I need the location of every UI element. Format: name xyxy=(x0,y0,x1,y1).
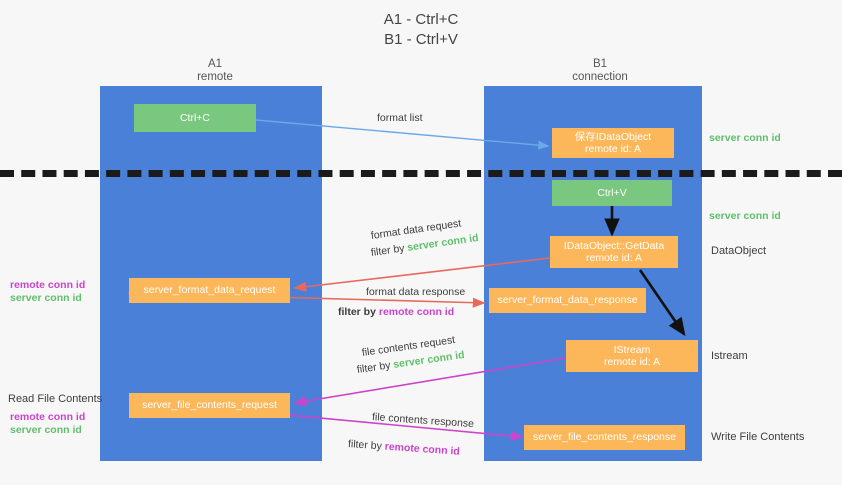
label-format-data-response-filter: filter by remote conn id xyxy=(338,305,454,320)
box-server-format-data-response-label: server_format_data_response xyxy=(497,294,638,307)
filter-by-text-2: filter by xyxy=(338,306,376,318)
note-dataobject: DataObject xyxy=(711,245,766,258)
box-server-format-data-request[interactable]: server_format_data_request xyxy=(129,278,290,303)
column-b1-sub: connection xyxy=(572,71,628,83)
filter-by-text-1: filter by xyxy=(370,242,406,259)
box-getdata-line2: remote id: A xyxy=(585,252,643,264)
box-ctrl-v-label: Ctrl+V xyxy=(597,186,627,199)
note-read-file-contents-text: Read File Contents xyxy=(8,393,103,405)
note-istream-text: Istream xyxy=(711,350,748,362)
label-format-data-response: format data response xyxy=(366,285,465,300)
box-istream-line1: IStream xyxy=(613,343,651,356)
column-a1-sub: remote xyxy=(197,71,233,83)
label-format-data-response-text: format data response xyxy=(366,286,466,298)
remote-conn-id-text-2: remote conn id xyxy=(384,440,461,458)
note-write-file-contents-text: Write File Contents xyxy=(711,431,805,443)
note-remote-conn-id-2: remote conn id xyxy=(10,411,86,423)
note-read-file-contents: Read File Contents xyxy=(8,393,102,406)
box-istream-line2: remote id: A xyxy=(603,356,661,368)
box-istream[interactable]: IStream remote id: A xyxy=(566,340,698,372)
filter-by-text-3: filter by xyxy=(356,359,392,376)
label-file-contents-response-text: file contents response xyxy=(371,411,475,431)
note-server-conn-id-2: server conn id xyxy=(10,424,82,436)
note-conn-ids-bottom: remote conn id server conn id xyxy=(10,411,85,437)
label-file-contents-response: file contents response xyxy=(371,410,475,432)
box-ctrl-c[interactable]: Ctrl+C xyxy=(134,104,256,132)
note-write-file-contents: Write File Contents xyxy=(711,431,804,444)
box-ctrl-v[interactable]: Ctrl+V xyxy=(552,180,672,206)
label-format-list: format list xyxy=(377,111,423,126)
box-save-idataobject[interactable]: 保存IDataObject remote id: A xyxy=(552,128,674,158)
title-line-2: B1 - Ctrl+V xyxy=(384,31,458,48)
note-server-conn-id-mid: server conn id xyxy=(709,210,781,223)
box-getdata-line1: IDataObject::GetData xyxy=(563,239,665,252)
label-file-contents-response-filter: filter by remote conn id xyxy=(347,437,461,460)
diagram-title: A1 - Ctrl+C B1 - Ctrl+V xyxy=(0,10,842,50)
note-istream: Istream xyxy=(711,350,748,363)
box-ctrl-c-label: Ctrl+C xyxy=(179,111,211,124)
column-a1-name: A1 xyxy=(207,58,223,70)
box-server-format-data-request-label: server_format_data_request xyxy=(143,284,276,297)
box-save-idataobject-line2: remote id: A xyxy=(584,143,642,155)
column-b1-name: B1 xyxy=(592,58,608,70)
box-save-idataobject-line1: 保存IDataObject xyxy=(574,130,652,143)
box-server-file-contents-request-label: server_file_contents_request xyxy=(142,399,277,412)
box-server-format-data-response[interactable]: server_format_data_response xyxy=(489,288,646,313)
note-server-conn-id-mid-text: server conn id xyxy=(709,210,781,222)
box-server-file-contents-request[interactable]: server_file_contents_request xyxy=(129,393,290,418)
column-header-a1: A1 remote xyxy=(120,58,310,84)
note-conn-ids-top: remote conn id server conn id xyxy=(10,279,85,305)
title-line-1: A1 - Ctrl+C xyxy=(383,11,459,28)
note-server-conn-id-top: server conn id xyxy=(709,132,781,145)
box-server-file-contents-response[interactable]: server_file_contents_response xyxy=(524,425,685,450)
box-idataobject-getdata[interactable]: IDataObject::GetData remote id: A xyxy=(550,236,678,268)
box-server-file-contents-response-label: server_file_contents_response xyxy=(532,431,676,444)
remote-conn-id-text-1: remote conn id xyxy=(378,306,455,318)
phase-separator xyxy=(0,170,842,177)
label-format-list-text: format list xyxy=(377,112,423,124)
note-server-conn-id-top-text: server conn id xyxy=(709,132,781,144)
column-header-b1: B1 connection xyxy=(505,58,695,84)
note-remote-conn-id-1: remote conn id xyxy=(10,279,86,291)
note-dataobject-text: DataObject xyxy=(711,245,767,257)
note-server-conn-id-1: server conn id xyxy=(10,292,82,304)
filter-by-text-4: filter by xyxy=(347,438,383,453)
